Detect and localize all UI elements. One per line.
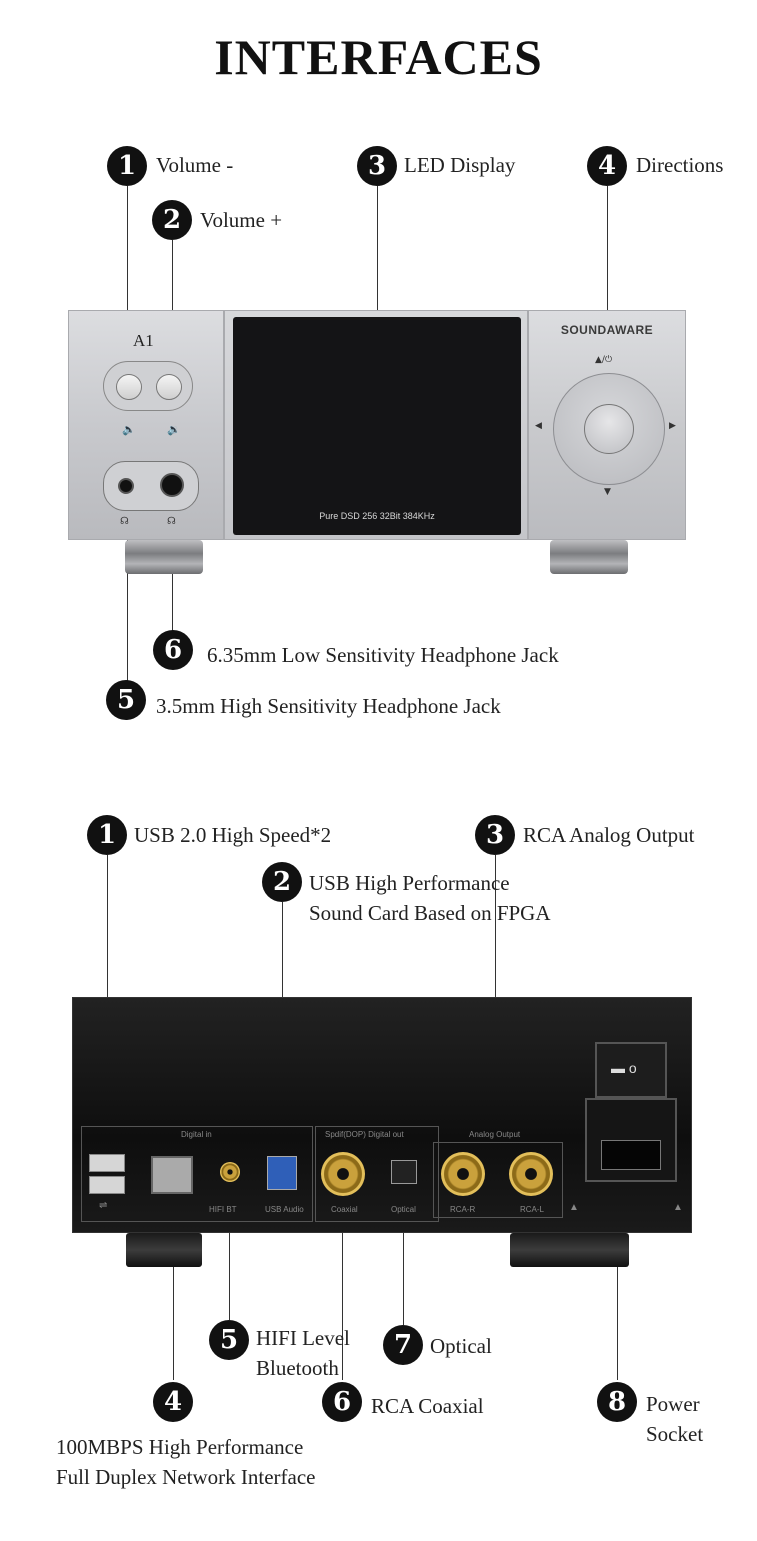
- callout-label-rca-out: RCA Analog Output: [523, 823, 695, 847]
- power-symbol: ▲/⏻: [595, 355, 613, 365]
- callout-label-coaxial: RCA Coaxial: [371, 1394, 484, 1418]
- callout-number-badge: 5: [209, 1320, 249, 1360]
- front-panel-device: A1 🔈 🔉 ☊ ☊ Pure DSD 256 32Bit 384KHz SOU…: [68, 310, 686, 540]
- rca-right-label: RCA-R: [450, 1205, 476, 1214]
- arrow-right-icon: ▶: [669, 421, 676, 431]
- rca-left-port[interactable]: [509, 1152, 553, 1196]
- bluetooth-antenna-port[interactable]: [220, 1162, 240, 1182]
- callout-label-usb-audio: USB High Performance: [309, 871, 510, 895]
- leader-line-directions: [607, 186, 608, 378]
- usb-port-top[interactable]: [89, 1154, 125, 1172]
- leader-line-coaxial: [342, 1170, 343, 1380]
- callout-number-badge: 6: [153, 630, 193, 670]
- led-display-screen: Pure DSD 256 32Bit 384KHz: [233, 317, 521, 535]
- callout-number-badge: 2: [262, 862, 302, 902]
- display-bezel: Pure DSD 256 32Bit 384KHz: [224, 310, 528, 540]
- arrow-down-icon: ▼: [604, 487, 611, 497]
- callout-label-volume-plus: Volume +: [200, 208, 283, 232]
- callout-label-power-line2: Socket: [646, 1422, 704, 1446]
- socket-inlet: [601, 1140, 661, 1170]
- callout-label-bluetooth-line2: Bluetooth: [256, 1356, 339, 1380]
- volume-button-group: [103, 361, 193, 411]
- callout-label-usb-audio-line2: Sound Card Based on FPGA: [309, 901, 551, 925]
- headphone-icon: ☊: [120, 516, 129, 527]
- callout-number-badge: 1: [107, 146, 147, 186]
- callout-label-optical: Optical: [430, 1334, 492, 1358]
- coaxial-label: Coaxial: [331, 1205, 358, 1214]
- arrow-left-icon: ◀: [535, 421, 542, 431]
- leader-line-optical: [403, 1170, 404, 1325]
- callout-label-power: Power: [646, 1392, 700, 1416]
- headphone-jack-group: [103, 461, 199, 511]
- callout-label-directions: Directions: [636, 153, 724, 177]
- leader-line-power: [617, 1170, 618, 1380]
- rear-foot-right: [553, 1233, 629, 1267]
- headphone-jack-635mm[interactable]: [160, 473, 184, 497]
- device-foot-right: [550, 540, 628, 574]
- spdif-group: [315, 1126, 439, 1222]
- device-foot-left: [125, 540, 203, 574]
- callout-label-usb: USB 2.0 High Speed*2: [134, 823, 332, 847]
- speaker-low-icon: 🔈: [122, 423, 136, 436]
- leader-line-jack-35: [127, 484, 128, 682]
- volume-up-button[interactable]: [156, 374, 182, 400]
- headphone-jack-35mm[interactable]: [118, 478, 134, 494]
- model-name: A1: [133, 331, 154, 350]
- rca-right-port[interactable]: [441, 1152, 485, 1196]
- leader-line-bluetooth: [229, 1165, 230, 1320]
- callout-number-badge: 7: [383, 1325, 423, 1365]
- coaxial-port[interactable]: [321, 1152, 365, 1196]
- usb-icon: ⇌: [99, 1200, 108, 1211]
- front-right-panel: SOUNDAWARE ▲/⏻ ◀ ▶ ▼: [528, 310, 686, 540]
- analog-output-label: Analog Output: [469, 1130, 521, 1139]
- optical-port[interactable]: [391, 1160, 417, 1184]
- callout-number-badge: 8: [597, 1382, 637, 1422]
- callout-number-badge: 4: [587, 146, 627, 186]
- digital-in-label: Digital in: [181, 1130, 212, 1139]
- callout-label-led-display: LED Display: [404, 153, 516, 177]
- callout-number-badge: 1: [87, 815, 127, 855]
- brand-logo: SOUNDAWARE: [560, 323, 654, 337]
- callout-number-badge: 3: [475, 815, 515, 855]
- power-socket[interactable]: [585, 1098, 677, 1182]
- display-status-text: Pure DSD 256 32Bit 384KHz: [319, 511, 435, 521]
- front-left-panel: A1 🔈 🔉 ☊ ☊: [68, 310, 224, 540]
- volume-down-button[interactable]: [116, 374, 142, 400]
- power-switch[interactable]: ▬ o: [595, 1042, 667, 1098]
- callout-number-badge: 3: [357, 146, 397, 186]
- leader-line-volume-minus: [127, 186, 128, 380]
- direction-dial[interactable]: [553, 373, 665, 485]
- optical-label: Optical: [391, 1205, 416, 1214]
- headphone-icon: ☊: [167, 516, 176, 527]
- callout-number-badge: 6: [322, 1382, 362, 1422]
- page-title: INTERFACES: [214, 29, 543, 85]
- spdif-label: Spdif(DOP) Digital out: [325, 1130, 404, 1139]
- callout-label-jack-35: 3.5mm High Sensitivity Headphone Jack: [156, 694, 501, 718]
- warning-icon: ▲: [673, 1202, 683, 1213]
- hifi-bt-label: HIFI BT: [209, 1205, 237, 1214]
- leader-line-network: [173, 1170, 174, 1380]
- warning-icon: ▲: [569, 1202, 579, 1213]
- usb-port-bottom[interactable]: [89, 1176, 125, 1194]
- dial-center-button[interactable]: [584, 404, 634, 454]
- callout-number-badge: 5: [106, 680, 146, 720]
- callout-number-badge: 2: [152, 200, 192, 240]
- callout-label-network-line2: Full Duplex Network Interface: [56, 1465, 316, 1489]
- network-port[interactable]: [151, 1156, 193, 1194]
- callout-label-bluetooth: HIFI Level: [256, 1326, 350, 1350]
- digital-in-group: [81, 1126, 313, 1222]
- callout-label-network: 100MBPS High Performance: [56, 1435, 304, 1459]
- rear-panel-device: Digital in Spdif(DOP) Digital out Analog…: [72, 997, 692, 1233]
- speaker-high-icon: 🔉: [167, 423, 181, 436]
- usb-audio-label: USB Audio: [265, 1205, 304, 1214]
- callout-label-volume-minus: Volume -: [156, 153, 234, 177]
- usb-audio-port[interactable]: [267, 1156, 297, 1190]
- rca-left-label: RCA-L: [520, 1205, 545, 1214]
- power-switch-icon: ▬ o: [611, 1060, 637, 1076]
- callout-number-badge: 4: [153, 1382, 193, 1422]
- leader-line-led-display: [377, 186, 378, 316]
- rear-foot-left: [126, 1233, 202, 1267]
- callout-label-jack-635: 6.35mm Low Sensitivity Headphone Jack: [207, 643, 559, 667]
- analog-output-group: [433, 1142, 563, 1218]
